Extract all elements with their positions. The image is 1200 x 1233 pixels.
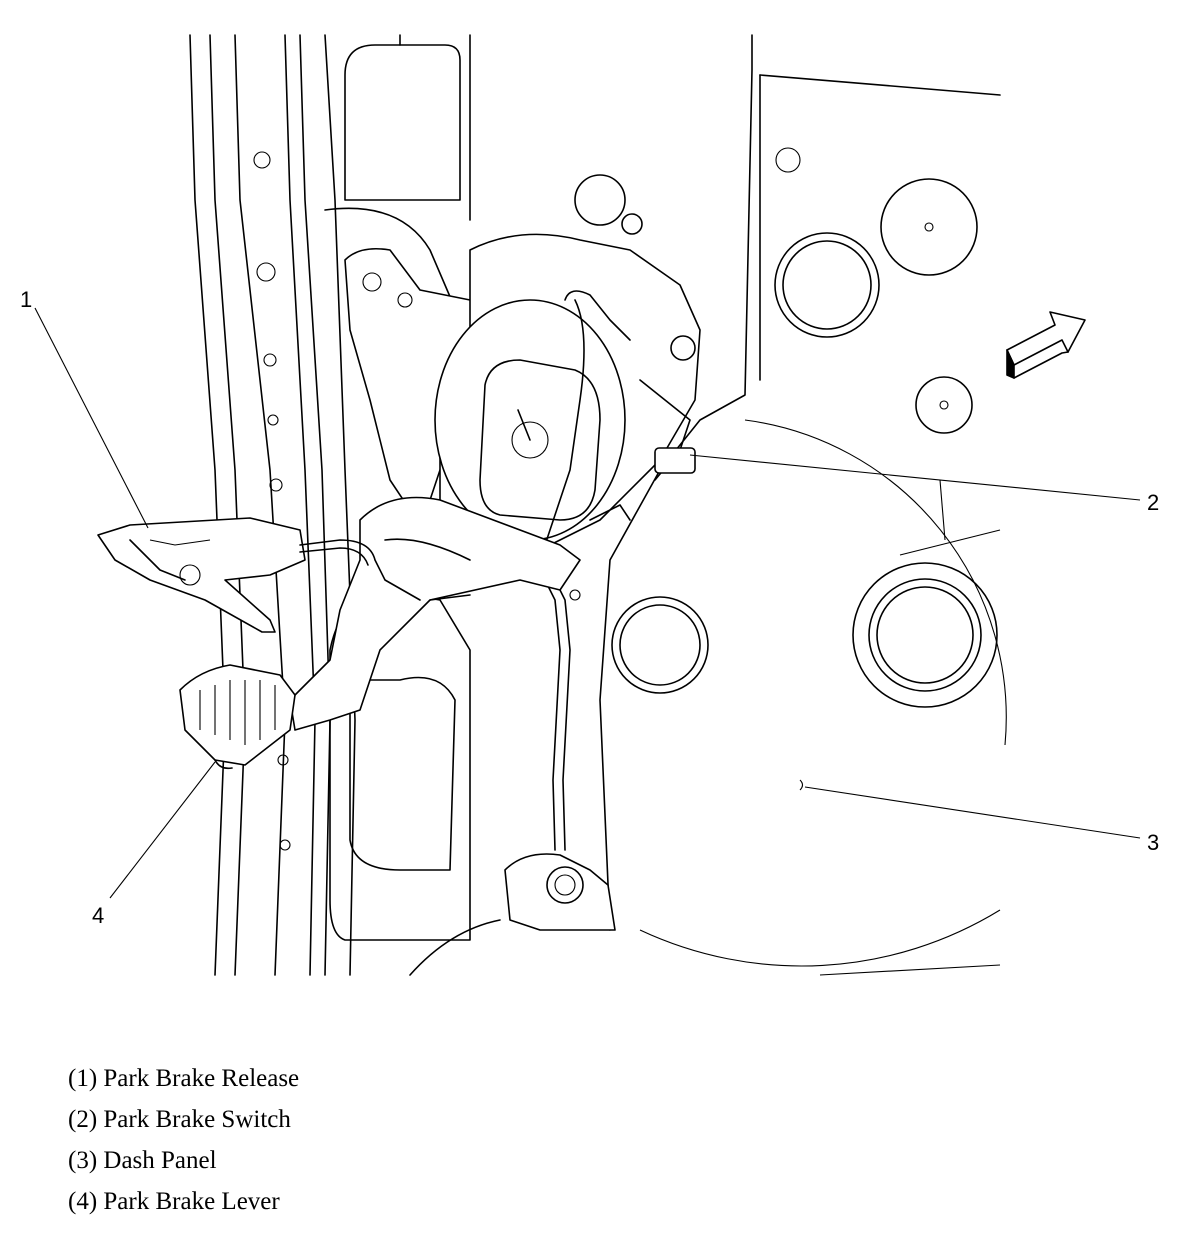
callout-number-4: 4 xyxy=(92,903,105,928)
leader-2 xyxy=(689,454,1141,501)
legend-item-park-brake-lever: (4) Park Brake Lever xyxy=(68,1188,280,1215)
leader-3 xyxy=(804,786,1141,839)
park-brake-diagram: 1 2 3 4 xyxy=(20,34,1160,976)
park-brake-release xyxy=(97,517,421,633)
callout-number-2: 2 xyxy=(1147,490,1160,515)
legend-item-park-brake-release: (1) Park Brake Release xyxy=(68,1065,300,1092)
park-brake-mechanism xyxy=(344,174,701,931)
callout-leaders xyxy=(34,307,1141,899)
legend-item-dash-panel: (3) Dash Panel xyxy=(68,1147,217,1174)
leader-1 xyxy=(34,307,149,529)
leader-4 xyxy=(109,761,216,899)
legend: (1) Park Brake Release (2) Park Brake Sw… xyxy=(68,1058,668,1222)
callout-number-3: 3 xyxy=(1147,830,1160,855)
arrow-right-up-icon xyxy=(1006,311,1086,379)
dash-panel xyxy=(599,34,1007,976)
callout-number-1: 1 xyxy=(20,287,33,312)
legend-item-park-brake-switch: (2) Park Brake Switch xyxy=(68,1106,291,1133)
body-pillar xyxy=(189,34,501,976)
diagram-drawing xyxy=(34,34,1141,976)
